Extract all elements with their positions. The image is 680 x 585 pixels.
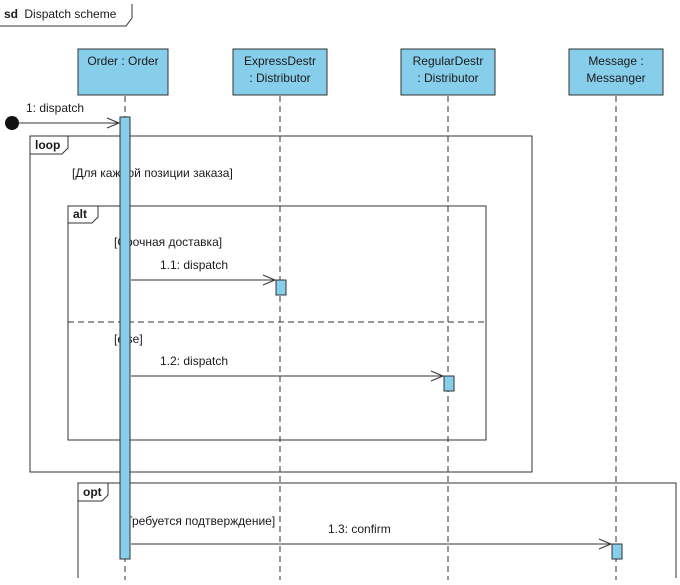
lifeline-express[interactable]: ExpressDestr : Distributor — [232, 48, 328, 96]
lifeline-order-name: Order : Order — [87, 54, 158, 68]
lifeline-message-name-2: Messanger — [586, 71, 645, 85]
lifeline-message[interactable]: Message : Messanger — [568, 48, 664, 96]
activation-message — [611, 543, 623, 560]
lifeline-regular-name-2: : Distributor — [417, 71, 478, 85]
activation-express — [275, 279, 287, 296]
frame-keyword: sd — [4, 7, 18, 21]
frame-header: sd Dispatch scheme — [0, 4, 133, 27]
loop-operator: loop — [35, 138, 60, 152]
alt-operator: alt — [73, 207, 87, 221]
message-1-1-label: 1.1: dispatch — [160, 258, 228, 272]
lifeline-express-name-1: ExpressDestr — [244, 54, 316, 68]
alt-guard-1: [Срочная доставка] — [114, 235, 222, 249]
lifeline-order[interactable]: Order : Order — [77, 48, 169, 96]
lifeline-regular[interactable]: RegularDestr : Distributor — [400, 48, 496, 96]
message-1-2-label: 1.2: dispatch — [160, 354, 228, 368]
loop-fragment: loop [Для каждой позиции заказа] — [29, 135, 533, 473]
opt-guard: [Требуется подтверждение] — [122, 514, 275, 528]
opt-operator: opt — [83, 485, 102, 499]
svg-text:sd Dispatch scheme: sd Dispatch scheme — [4, 7, 117, 21]
loop-guard: [Для каждой позиции заказа] — [72, 166, 233, 180]
frame-title: Dispatch scheme — [24, 7, 116, 21]
alt-fragment: alt [Срочная доставка] [else] — [67, 205, 487, 441]
activation-order — [119, 116, 131, 560]
opt-fragment: opt [Требуется подтверждение] — [77, 482, 677, 578]
activation-regular — [443, 375, 455, 392]
found-message-source — [5, 116, 19, 130]
lifeline-message-name-1: Message : — [588, 54, 643, 68]
lifeline-regular-name-1: RegularDestr — [413, 54, 484, 68]
message-1-label: 1: dispatch — [26, 101, 84, 115]
message-1-3-label: 1.3: confirm — [328, 522, 391, 536]
lifeline-express-name-2: : Distributor — [249, 71, 310, 85]
